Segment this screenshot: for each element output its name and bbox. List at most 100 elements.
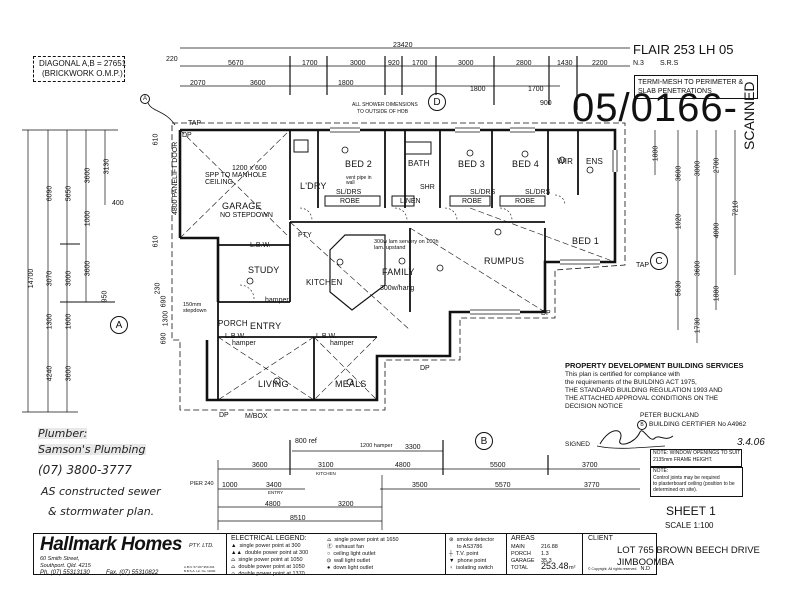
legend-item: ⌓single power point at 1050 xyxy=(231,556,303,563)
control-note-line1: NOTE: xyxy=(653,468,669,474)
cert-company: PROPERTY DEVELOPMENT BUILDING SERVICES xyxy=(565,361,744,370)
area-porch-label: PORCH xyxy=(511,551,531,557)
control-joint-note: NOTE: Control joints may be required to … xyxy=(650,467,743,497)
area-unit: m² xyxy=(569,565,576,571)
builder-address2: Southport. Qld. 4215 xyxy=(40,563,91,569)
area-porch-value: 1.3 xyxy=(541,551,549,557)
dim-bottom-8510: 8510 xyxy=(290,515,306,522)
cert-signed-label: SIGNED xyxy=(565,441,590,448)
pty-note: PTY xyxy=(298,232,312,239)
dim-right-3600a: 3600 xyxy=(675,165,683,182)
room-bed-2: BED 2 xyxy=(345,159,373,169)
dim-bottom-3500: 3500 xyxy=(412,482,428,489)
electrical-legend-cont: ⊛smoke detector to AS3786 ┼T.V. point ▼p… xyxy=(446,534,507,574)
sl-drs-bed4: SL/DRS xyxy=(525,189,551,196)
room-study: STUDY xyxy=(248,265,280,275)
client-address1: LOT 765 BROWN BEECH DRIVE xyxy=(617,545,760,556)
window-note-line2: 2135mm FRAME HEIGHT. xyxy=(653,457,713,463)
dim-left-overall: 14700 xyxy=(28,268,36,289)
smoke-detector-icon: ⊛ xyxy=(449,537,454,543)
dim-porch-690b: 690 xyxy=(160,332,168,345)
diagonal-note-line1: DIAGONAL A,B = 27651 xyxy=(39,59,127,68)
grid-marker-d-label: D xyxy=(433,96,441,108)
dim-top2-1800a: 1800 xyxy=(338,80,354,87)
room-family: FAMILY xyxy=(382,267,415,277)
area-garage-label: GARAGE xyxy=(511,558,535,564)
tap-note-right: TAP xyxy=(636,262,650,269)
sl-drs-bed3: SL/DRS xyxy=(470,189,496,196)
dim-bottom-800ref: 800 ref xyxy=(295,438,317,445)
grid-marker-c-label: C xyxy=(655,255,663,267)
subcode-right: S.R.S xyxy=(660,60,679,67)
sheet-number: SHEET 1 xyxy=(666,504,716,518)
room-entry: ENTRY xyxy=(250,321,282,331)
copyright: © Copyright. All rights reserved. xyxy=(588,567,638,571)
legend-item: ▲▲double power point at 300 xyxy=(231,549,309,556)
robe-bed4: ROBE xyxy=(515,198,535,205)
hamper-meals: hamper xyxy=(330,340,354,347)
dp-note-3: DP xyxy=(420,365,430,372)
model-title: FLAIR 253 LH 05 xyxy=(633,42,734,57)
grid-marker-b-stamp: B xyxy=(637,420,647,430)
dim-right-1020: 1020 xyxy=(675,213,683,230)
dim-right-2700: 2700 xyxy=(713,157,721,174)
dim-top-5670: 5670 xyxy=(228,60,244,67)
cert-date: 3.4.06 xyxy=(737,437,765,448)
room-meals: MEALS xyxy=(335,379,367,389)
grid-marker-b-label: B xyxy=(480,435,488,447)
shr-note: SHR xyxy=(420,184,435,191)
dim-bottom-3100: 3100 xyxy=(318,462,334,469)
dim-left-3600c: 3600 xyxy=(65,365,73,382)
grid-marker-a: A xyxy=(110,316,128,334)
grid-marker-a-small: A xyxy=(140,94,150,104)
subcode-left: N.3 xyxy=(633,60,644,67)
down-light-icon: ● xyxy=(327,564,331,571)
dim-top-2800: 2800 xyxy=(516,60,532,67)
legend-item: ▼phone point xyxy=(449,557,487,564)
dim-porch-690a: 690 xyxy=(160,295,168,308)
signature xyxy=(596,430,674,449)
legend-item: to AS3786 xyxy=(457,543,483,550)
lbw-meals: L.B.W. xyxy=(316,333,337,340)
robe-bed3: ROBE xyxy=(462,198,482,205)
room-ensuite: ENS xyxy=(586,157,604,166)
legend-item: ▲single power point at 300 xyxy=(231,543,301,549)
client-panel: CLIENT LOT 765 BROWN BEECH DRIVE JIMBOOM… xyxy=(583,534,760,574)
dim-left-950: 950 xyxy=(101,290,109,303)
servery-note: 300w lam servery on 100h lam. upstand xyxy=(374,239,439,251)
manhole-note: 1200 x 600 MANHOLE xyxy=(232,165,267,179)
servery-hang-note: 300w/hang xyxy=(380,285,415,292)
dim-bottom-3700: 3700 xyxy=(582,462,598,469)
sheet-scale: SCALE 1:100 xyxy=(665,521,714,530)
control-note-line3: to plasterboard ceiling (position to be xyxy=(653,481,735,487)
dim-porch-1300: 1300 xyxy=(162,310,170,327)
grid-marker-b-stamp-label: B xyxy=(640,422,644,428)
exhaust-fan-icon: Ⓔ xyxy=(327,543,333,550)
dim-bottom-pier: PIER 240 xyxy=(190,481,214,487)
diagonal-note: DIAGONAL A,B = 27651 (BRICKWORK O.M.P.) xyxy=(33,56,127,82)
room-bed-4: BED 4 xyxy=(512,159,540,169)
dim-bottom-1200hamper: 1200 hamper xyxy=(360,443,393,449)
hand-line2: Samson's Plumbing xyxy=(38,443,146,456)
grid-marker-a-label: A xyxy=(115,319,123,331)
dim-top2-1800b: 1800 xyxy=(470,86,486,93)
power-point-1050-icon: ⌓ xyxy=(231,556,236,563)
hand-line3: (07) 3800-3777 xyxy=(38,463,132,477)
room-garage: GARAGE xyxy=(222,201,262,211)
lbw-study: L.B.W. xyxy=(250,242,271,249)
phone-point-icon: ▼ xyxy=(449,557,455,564)
dp-note-1: DP xyxy=(182,132,192,139)
legend-item: ⊛smoke detector xyxy=(449,537,495,543)
drafter-initials: N.D xyxy=(640,566,650,572)
legend-item: ○ceiling light outlet xyxy=(327,550,376,557)
termite-note-text: TERMI-MESH TO PERIMETER & SLAB PENETRATI… xyxy=(638,79,744,95)
dim-top-3000b: 3000 xyxy=(458,60,474,67)
dim-left-3130: 3130 xyxy=(103,158,111,175)
dim-top2-900: 900 xyxy=(540,100,552,107)
area-total-value: 253.48 xyxy=(541,561,569,571)
grid-marker-b: B xyxy=(475,432,493,450)
dim-top-3000a: 3000 xyxy=(350,60,366,67)
legend-col3: ⊛smoke detector to AS3786 ┼T.V. point ▼p… xyxy=(449,537,494,571)
